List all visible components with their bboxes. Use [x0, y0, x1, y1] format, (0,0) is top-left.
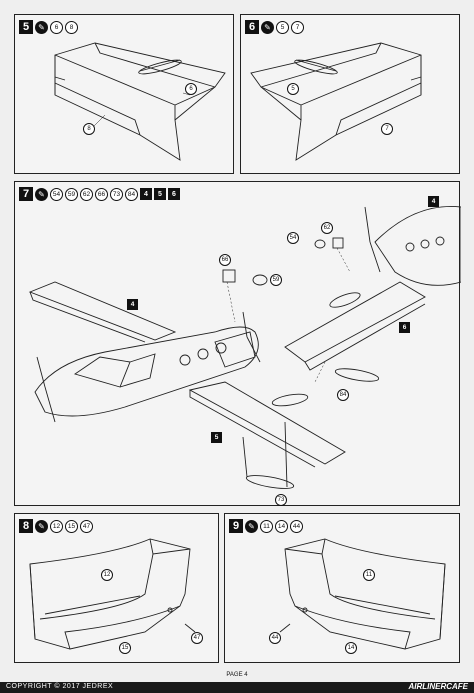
- part-ref: 8: [65, 20, 78, 34]
- step-number: 9: [229, 519, 243, 533]
- part-ref: 84: [125, 187, 138, 201]
- glue-icon: ✎: [35, 20, 48, 34]
- part-ref: 62: [80, 187, 93, 201]
- callout-sub-assembly: 4: [428, 196, 439, 207]
- part-ref: 47: [80, 519, 93, 533]
- page-number: PAGE 4: [226, 672, 248, 678]
- callout-part: 15: [119, 642, 131, 654]
- step-8-panel: 8 ✎ 12 15 47 12 15 47: [14, 513, 219, 663]
- part-ref: 59: [65, 187, 78, 201]
- callout-part: 8: [83, 123, 95, 135]
- callout-part: 59: [270, 274, 282, 286]
- sub-assembly-ref: 5: [154, 188, 166, 200]
- step-number: 5: [19, 20, 33, 34]
- copyright-text: COPYRIGHT © 2017 JEDREX: [6, 683, 114, 690]
- part-ref: 6: [50, 20, 63, 34]
- callout-part: 7: [381, 123, 393, 135]
- sub-assembly-ref: 6: [168, 188, 180, 200]
- callout-part: 44: [269, 632, 281, 644]
- callout-part: 14: [345, 642, 357, 654]
- callout-sub-assembly: 5: [211, 432, 222, 443]
- step-6-drawing: [250, 42, 422, 161]
- step-6-header: 6 ✎ 5 7: [245, 19, 304, 35]
- step-7-header: 7 ✎ 54 59 62 66 73 84 4 5 6: [19, 186, 180, 202]
- sub-assembly-ref: 4: [140, 188, 152, 200]
- part-ref: 66: [95, 187, 108, 201]
- glue-icon: ✎: [35, 187, 48, 201]
- part-ref: 73: [110, 187, 123, 201]
- step-8-header: 8 ✎ 12 15 47: [19, 518, 93, 534]
- step-9-panel: 9 ✎ 11 14 44 11 14 44: [224, 513, 460, 663]
- callout-part: 62: [321, 222, 333, 234]
- part-ref: 12: [50, 519, 63, 533]
- step-5-drawing: [54, 42, 226, 161]
- part-ref: 54: [50, 187, 63, 201]
- callout-part: 11: [363, 569, 375, 581]
- step-5-panel: 5 ✎ 6 8 6 8: [14, 14, 234, 174]
- step-8-drawing: [29, 538, 196, 650]
- step-9-drawing: [279, 538, 446, 650]
- callout-sub-assembly: 6: [399, 322, 410, 333]
- step-number: 6: [245, 20, 259, 34]
- step-7-drawing: [28, 206, 461, 489]
- callout-part: 73: [275, 494, 287, 506]
- brand-logo: AIRLINERCAFE: [408, 682, 468, 691]
- part-ref: 15: [65, 519, 78, 533]
- callout-part: 47: [191, 632, 203, 644]
- step-9-header: 9 ✎ 11 14 44: [229, 518, 303, 534]
- part-ref: 11: [260, 519, 273, 533]
- step-5-header: 5 ✎ 6 8: [19, 19, 78, 35]
- step-number: 7: [19, 187, 33, 201]
- part-ref: 14: [275, 519, 288, 533]
- footer-bar: COPYRIGHT © 2017 JEDREX AIRLINERCAFE: [0, 682, 474, 693]
- callout-part: 54: [287, 232, 299, 244]
- callout-part: 84: [337, 389, 349, 401]
- callout-part: 12: [101, 569, 113, 581]
- callout-sub-assembly: 4: [127, 299, 138, 310]
- callout-part: 66: [219, 254, 231, 266]
- glue-icon: ✎: [35, 519, 48, 533]
- callout-part: 5: [287, 83, 299, 95]
- part-ref: 5: [276, 20, 289, 34]
- step-number: 8: [19, 519, 33, 533]
- callout-part: 6: [185, 83, 197, 95]
- step-7-panel: 7 ✎ 54 59 62 66 73 84 4 5 6: [14, 181, 461, 506]
- glue-icon: ✎: [261, 20, 274, 34]
- part-ref: 7: [291, 20, 304, 34]
- step-6-panel: 6 ✎ 5 7 5 7: [240, 14, 460, 174]
- glue-icon: ✎: [245, 519, 258, 533]
- part-ref: 44: [290, 519, 303, 533]
